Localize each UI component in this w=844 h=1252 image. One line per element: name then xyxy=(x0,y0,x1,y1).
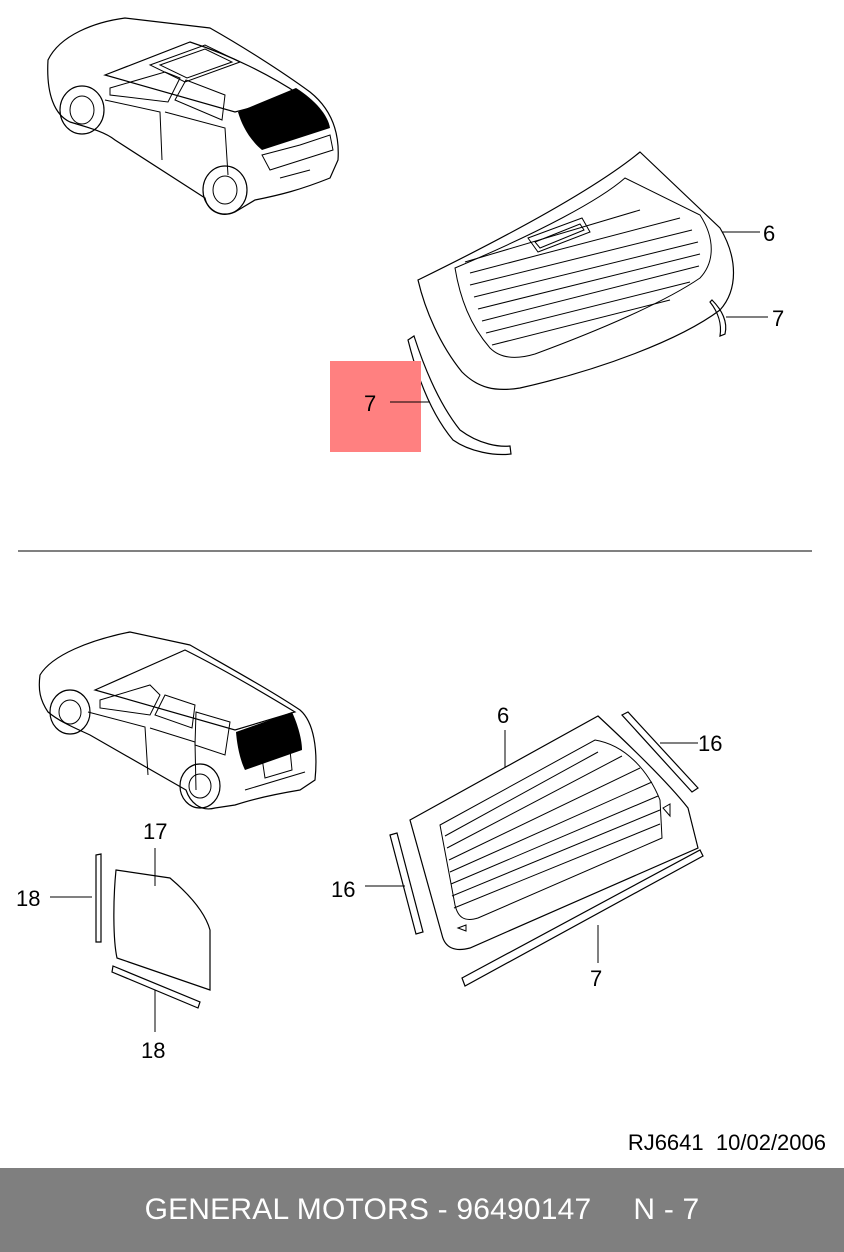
bottom-molding-strip[interactable] xyxy=(461,849,704,987)
callout-quarter-strip-left: 18 xyxy=(16,886,40,911)
callout-top-molding-right: 7 xyxy=(772,306,784,331)
molding-strip-right[interactable] xyxy=(621,711,699,793)
hatchback-car-illustration xyxy=(47,17,339,215)
rear-glass-wagon[interactable] xyxy=(409,715,699,951)
callout-top-molding-left: 7 xyxy=(364,391,376,416)
rear-glass-molding-left[interactable] xyxy=(407,335,512,456)
callout-bottom-strip-right: 16 xyxy=(698,731,722,756)
reference-code: RJ6641 xyxy=(627,1130,704,1155)
quarter-glass[interactable] xyxy=(113,869,211,991)
footer-bar: GENERAL MOTORS - 96490147 N - 7 xyxy=(0,1168,844,1252)
callout-quarter-glass: 17 xyxy=(143,819,167,844)
quarter-strip-left[interactable] xyxy=(95,853,102,943)
quarter-strip-bottom[interactable] xyxy=(111,965,201,1009)
highlight-box xyxy=(330,361,421,452)
callout-bottom-molding: 7 xyxy=(590,966,602,991)
rear-glass-hatchback[interactable] xyxy=(417,151,735,391)
footer-page: N - 7 xyxy=(633,1193,700,1226)
reference-date: 10/02/2006 xyxy=(715,1130,826,1155)
callout-bottom-strip-left: 16 xyxy=(331,877,355,902)
wagon-car-illustration xyxy=(38,631,317,810)
callout-bottom-glass: 6 xyxy=(497,703,509,728)
parts-diagram: 6 7 7 xyxy=(16,17,812,1063)
rear-glass-molding-right[interactable] xyxy=(709,299,727,337)
callout-quarter-strip-bottom: 18 xyxy=(141,1038,165,1063)
molding-strip-left[interactable] xyxy=(389,832,424,935)
callout-top-glass: 6 xyxy=(763,221,775,246)
footer-brand: GENERAL MOTORS - 96490147 xyxy=(144,1193,592,1226)
drawing-reference: RJ6641 10/02/2006 xyxy=(628,1130,826,1156)
